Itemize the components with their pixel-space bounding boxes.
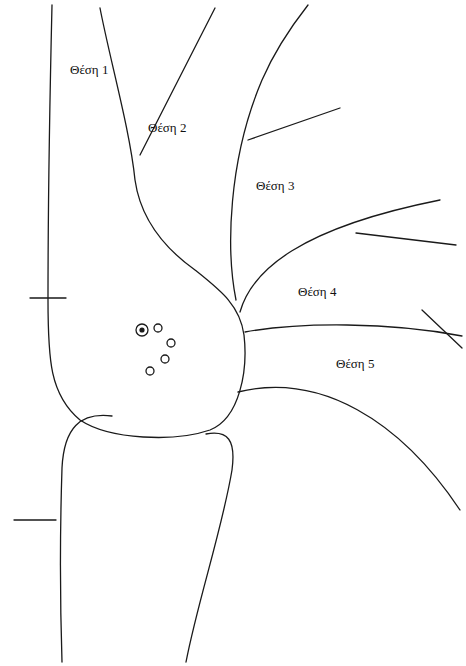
position-label: Θέση 2 (148, 120, 186, 136)
position-line (240, 200, 440, 312)
position-line (356, 233, 456, 245)
marker-circle (167, 339, 175, 347)
marker-circle (136, 324, 148, 336)
position-line (231, 5, 308, 300)
position-label: Θέση 1 (70, 62, 108, 78)
marker-circle (154, 324, 162, 332)
position-label: Θέση 5 (336, 356, 374, 372)
bone-outline (61, 415, 113, 662)
tick-mark (14, 519, 56, 520)
position-line (248, 108, 340, 140)
position-line (422, 310, 462, 348)
tick-mark (30, 297, 66, 298)
marker-circle (146, 367, 154, 375)
bone-outline (48, 5, 245, 437)
position-label: Θέση 3 (256, 178, 294, 194)
marker-dot (139, 327, 144, 332)
position-line (245, 325, 462, 336)
marker-circle (161, 355, 169, 363)
position-line (140, 8, 215, 155)
bone-outline (186, 433, 233, 662)
position-line (238, 388, 460, 510)
position-label: Θέση 4 (298, 284, 336, 300)
